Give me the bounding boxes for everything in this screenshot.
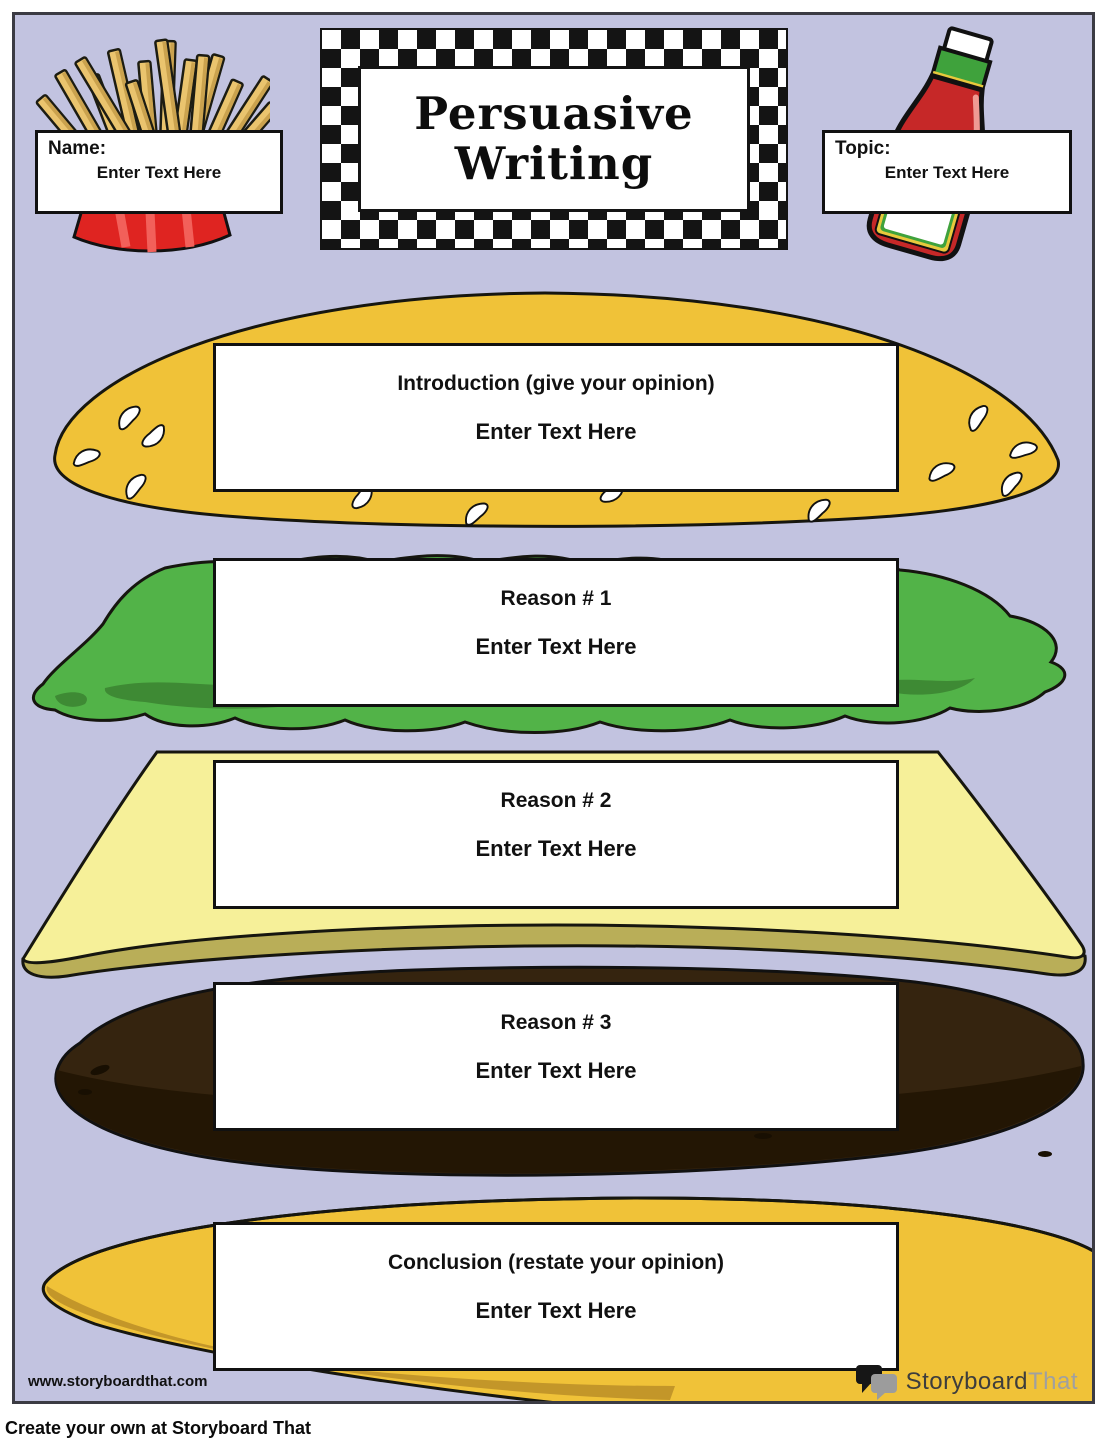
reason-2-placeholder: Enter Text Here <box>475 836 637 861</box>
reason-3-placeholder: Enter Text Here <box>475 1058 637 1083</box>
topic-label: Topic: <box>835 138 891 159</box>
logo-text-storyboard: Storyboard <box>905 1368 1028 1395</box>
worksheet-title: Persuasive Writing <box>358 66 750 212</box>
introduction-heading: Introduction (give your opinion) <box>397 372 715 395</box>
topic-value: Enter Text Here <box>884 163 1010 182</box>
title-checkered-frame: Persuasive Writing <box>320 28 788 250</box>
website-url: www.storyboardthat.com <box>28 1373 208 1390</box>
conclusion-placeholder: Enter Text Here <box>475 1298 637 1323</box>
title-line-2: Writing <box>454 137 654 190</box>
introduction-placeholder: Enter Text Here <box>475 419 637 444</box>
conclusion-heading: Conclusion (restate your opinion) <box>387 1251 724 1274</box>
title-line-1: Persuasive <box>414 86 694 140</box>
logo-text-that: That <box>1027 1368 1078 1395</box>
worksheet-page: Name: Enter Text Here Persuasive Writing… <box>12 12 1095 1404</box>
reason-1-heading: Reason # 1 <box>500 587 612 610</box>
credit-line: Create your own at Storyboard That <box>5 1418 312 1438</box>
reason-1-placeholder: Enter Text Here <box>475 634 637 659</box>
reason-2-text-box[interactable]: Reason # 2 Enter Text Here <box>213 760 899 909</box>
reason-1-text-box[interactable]: Reason # 1 Enter Text Here <box>213 558 899 707</box>
reason-2-heading: Reason # 2 <box>500 789 612 812</box>
storyboardthat-logo: StoryboardThat <box>854 1363 1078 1401</box>
topic-field[interactable]: Topic: Enter Text Here <box>822 130 1072 214</box>
conclusion-text-box[interactable]: Conclusion (restate your opinion) Enter … <box>213 1222 899 1371</box>
name-value: Enter Text Here <box>96 163 222 182</box>
name-field[interactable]: Name: Enter Text Here <box>35 130 283 214</box>
speech-bubbles-icon <box>855 1365 897 1400</box>
reason-3-text-box[interactable]: Reason # 3 Enter Text Here <box>213 982 899 1131</box>
name-label: Name: <box>48 138 107 159</box>
reason-3-heading: Reason # 3 <box>500 1011 612 1034</box>
introduction-text-box[interactable]: Introduction (give your opinion) Enter T… <box>213 343 899 492</box>
